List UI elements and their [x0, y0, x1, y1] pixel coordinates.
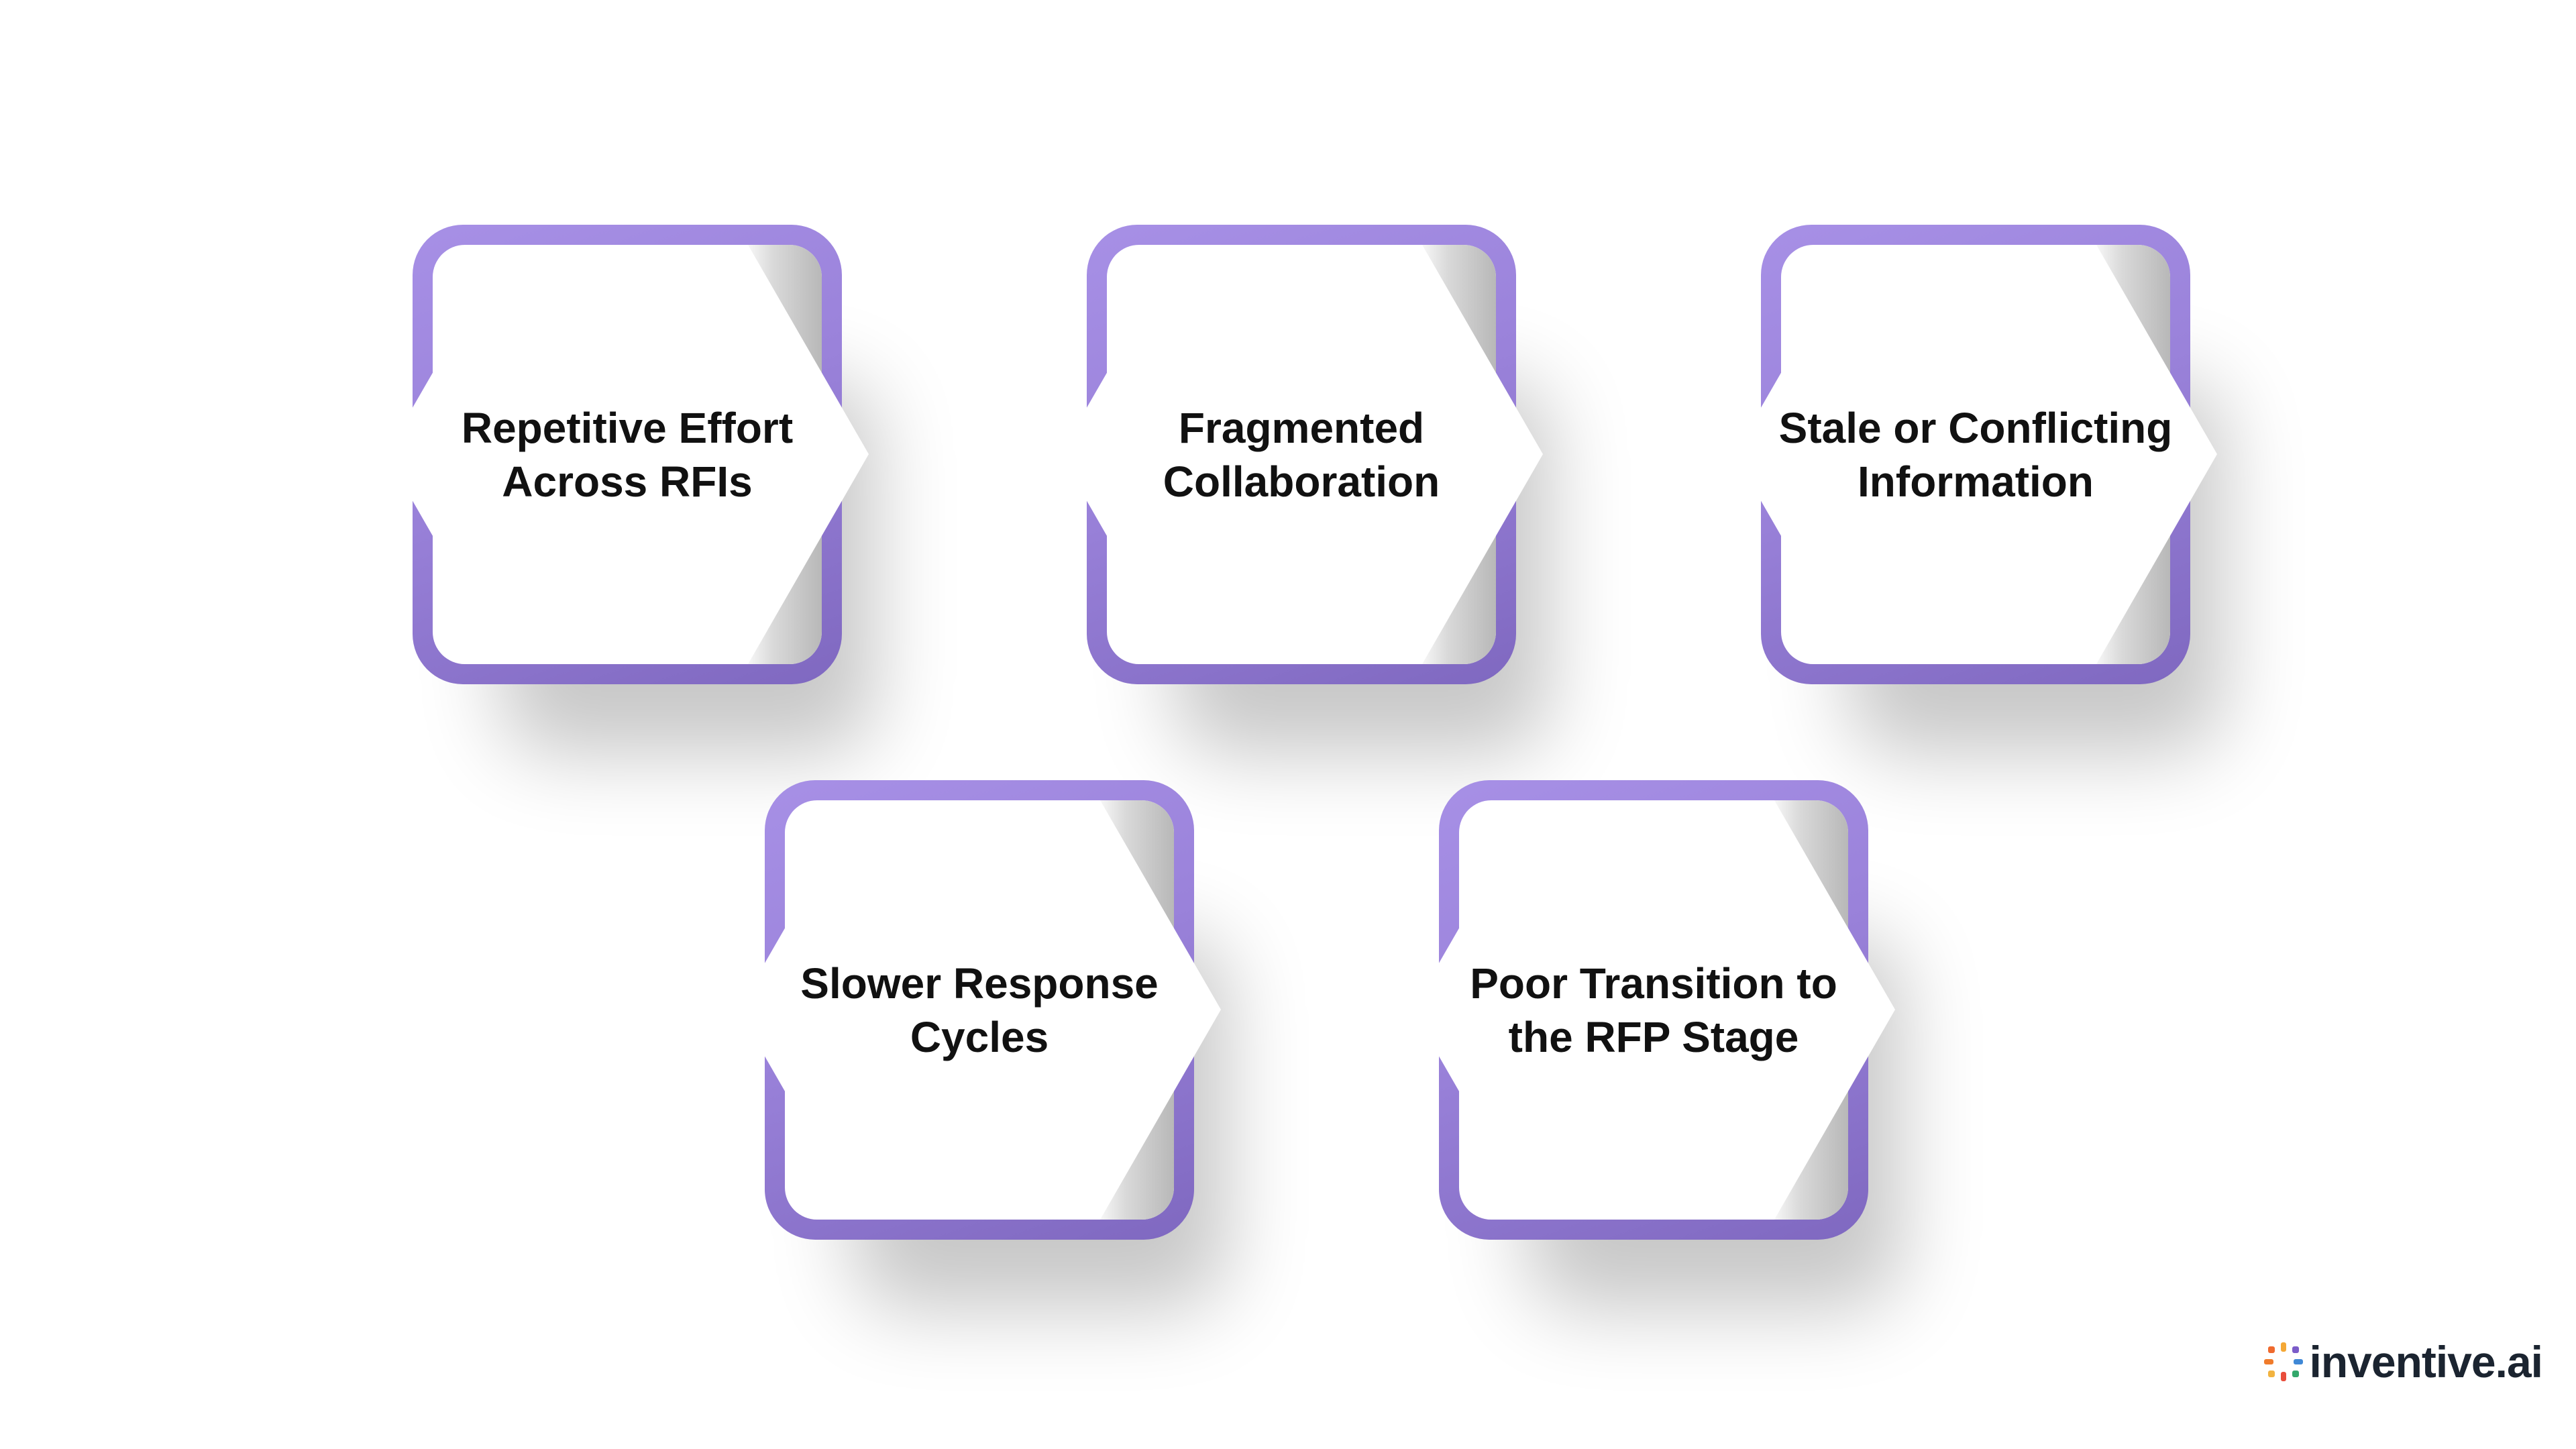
card-fragmented-collaboration: Fragmented Collaboration [1060, 225, 1543, 684]
card-label: Slower Response Cycles [765, 780, 1194, 1240]
card-label-line-1: Repetitive Effort [461, 403, 794, 452]
card-repetitive-effort: Repetitive Effort Across RFIs [386, 225, 869, 684]
card-label: Repetitive Effort Across RFIs [413, 225, 842, 684]
card-label-line-2: Across RFIs [502, 457, 753, 506]
card-label: Poor Transition to the RFP Stage [1439, 780, 1868, 1240]
hexagon-shape [1412, 800, 1895, 1220]
card-label-line-1: Stale or Conflicting [1778, 403, 2173, 452]
card-label-line-2: the RFP Stage [1508, 1012, 1799, 1061]
card-label-line-1: Slower Response [800, 959, 1159, 1008]
card-label-line-1: Poor Transition to [1470, 959, 1837, 1008]
card-label: Fragmented Collaboration [1087, 225, 1516, 684]
card-stale-information: Stale or Conflicting Information [1734, 225, 2217, 684]
card-poor-transition: Poor Transition to the RFP Stage [1412, 780, 1895, 1240]
hexagon-shape [738, 800, 1221, 1220]
brand-logo: inventive.ai [2263, 1337, 2543, 1387]
card-label-line-1: Fragmented [1178, 403, 1425, 452]
hexagon-shape [1060, 245, 1543, 664]
card-label-line-2: Collaboration [1163, 457, 1440, 506]
hexagon-shape [1734, 245, 2217, 664]
card-label-line-2: Information [1858, 457, 2094, 506]
card-label: Stale or Conflicting Information [1761, 225, 2190, 684]
logo-mark-icon [2263, 1342, 2303, 1381]
card-label-line-2: Cycles [910, 1012, 1049, 1061]
hexagon-shape [386, 245, 869, 664]
logo-text: inventive.ai [2309, 1337, 2543, 1387]
card-slower-response: Slower Response Cycles [738, 780, 1221, 1240]
